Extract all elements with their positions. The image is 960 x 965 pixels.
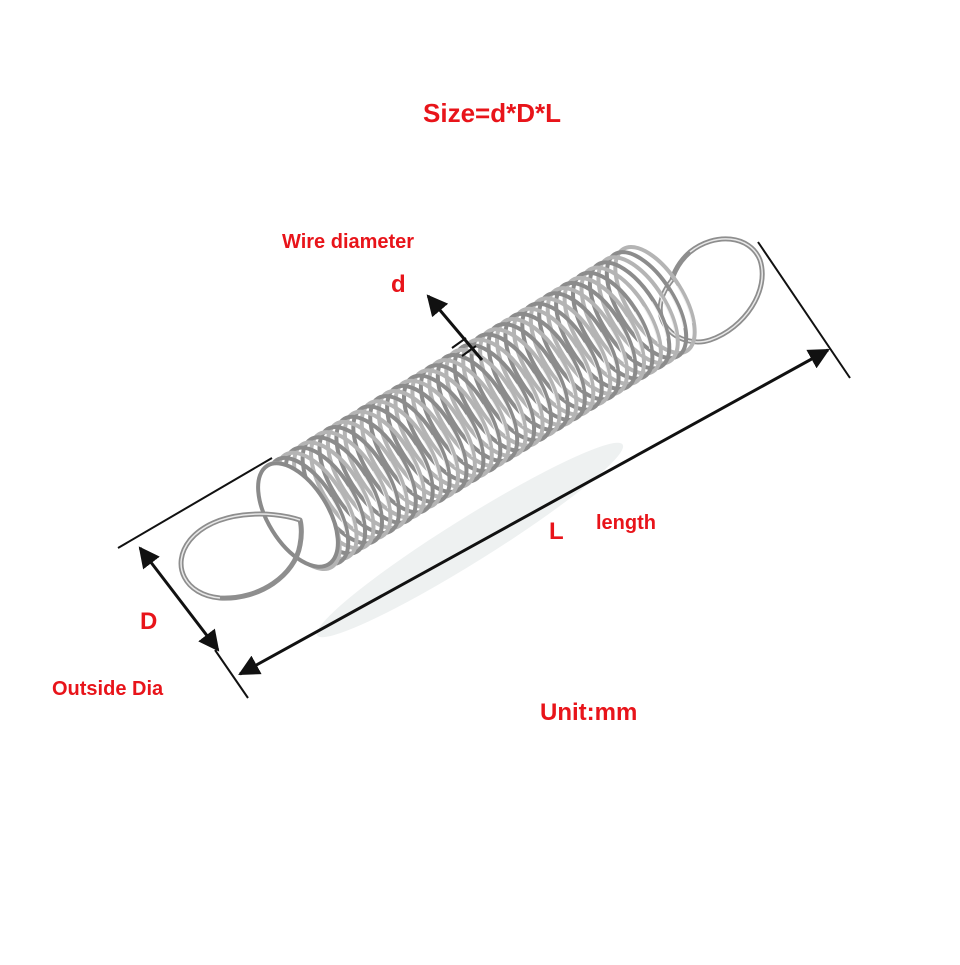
length-extension-line-left	[214, 649, 249, 699]
coil-ring-highlight	[574, 274, 652, 378]
coil-ring-highlight	[565, 279, 643, 383]
coil-ring-highlight	[549, 289, 626, 393]
coil-ring-highlight	[515, 310, 592, 414]
wire-diameter-tick-2	[461, 345, 477, 357]
outside-diameter-symbol: D	[140, 608, 158, 635]
outside-diameter-label: Outside Dia	[52, 678, 164, 700]
unit-label: Unit:mm	[540, 699, 638, 726]
coil-ring-highlight	[557, 284, 635, 388]
length-extension-line-right	[757, 241, 851, 379]
length-dimension-arrow	[238, 348, 830, 676]
size-formula-title: Size=d*D*L	[423, 98, 561, 128]
coil-ring-highlight	[532, 299, 609, 403]
wire-diameter-symbol: d	[391, 271, 406, 298]
length-symbol: L	[549, 518, 564, 545]
coil-ring-highlight	[591, 263, 668, 367]
od-extension-line-top	[117, 457, 273, 549]
coil-ring-highlight	[608, 253, 685, 357]
wire-diameter-label: Wire diameter	[282, 231, 415, 253]
length-label: length	[596, 512, 656, 534]
coil-ring-highlight	[582, 269, 660, 373]
wire-diameter-tick-1	[451, 337, 467, 349]
coil-ring-highlight	[540, 294, 618, 398]
coil-ring-highlight	[523, 305, 601, 409]
coil-ring-highlight	[599, 258, 677, 362]
od-dimension-arrow	[138, 546, 220, 652]
coil-ring-highlight	[616, 248, 694, 352]
